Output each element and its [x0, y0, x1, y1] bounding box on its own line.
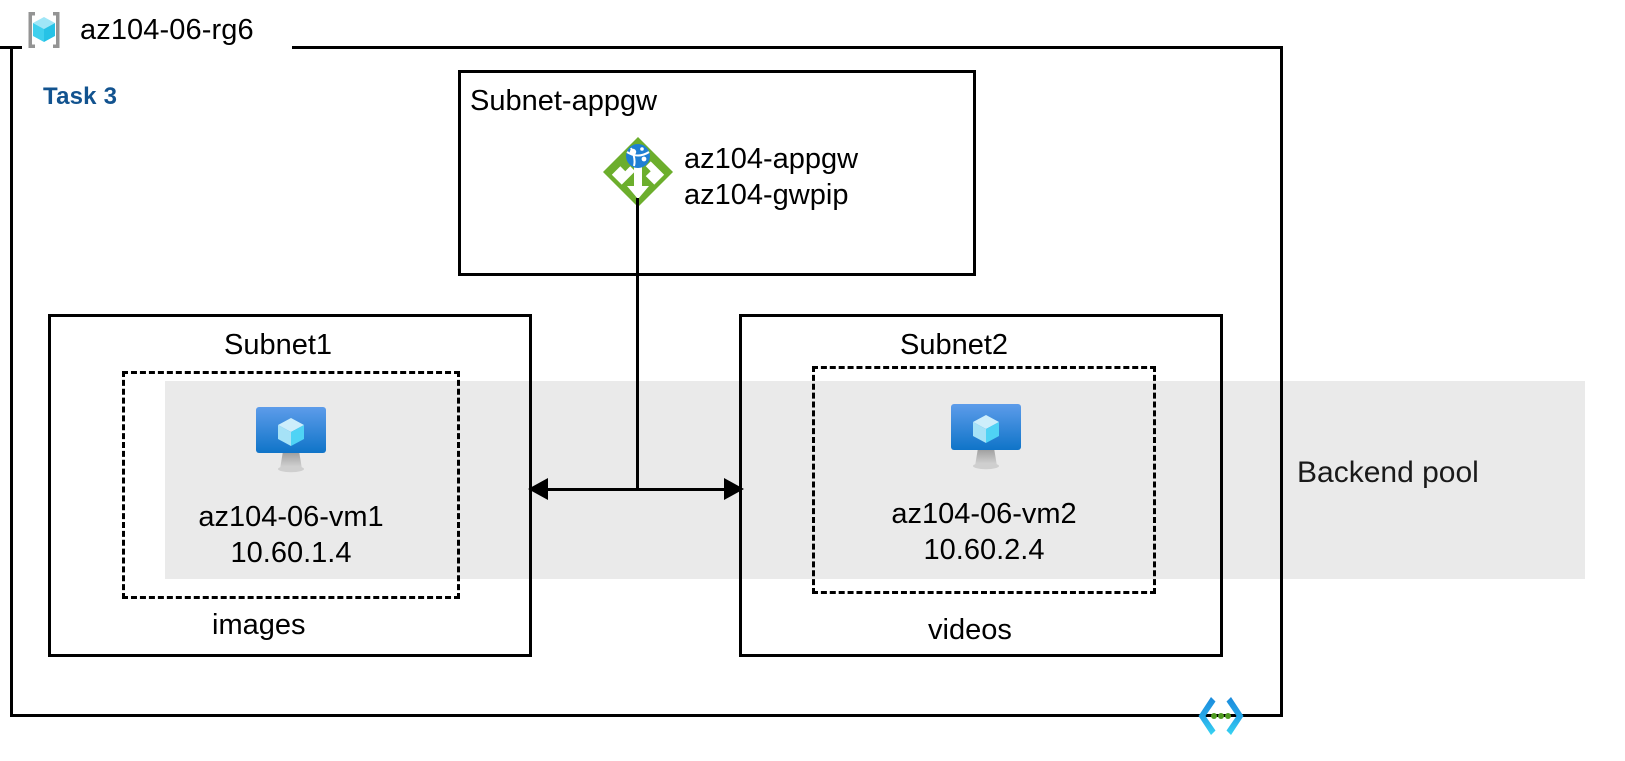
appgw-resource-names: az104-appgw az104-gwpip — [684, 142, 858, 214]
vm2-labels: az104-06-vm2 10.60.2.4 — [812, 497, 1156, 569]
vm1-labels: az104-06-vm1 10.60.1.4 — [122, 500, 460, 572]
subnet1-box — [48, 314, 532, 657]
task-label: Task 3 — [43, 83, 118, 110]
backend-connector-line — [545, 488, 727, 491]
subnet-appgw-box — [458, 70, 976, 276]
resource-group-border-left — [10, 46, 13, 717]
appgw-name: az104-appgw — [684, 143, 859, 175]
resource-group-border-top — [292, 46, 1283, 49]
resource-group-icon — [22, 8, 66, 52]
virtual-machine-icon — [947, 400, 1025, 472]
vm1-ip: 10.60.1.4 — [230, 536, 352, 569]
subnet2-label: Subnet2 — [900, 329, 1009, 361]
subnet2-box — [739, 314, 1223, 657]
arrow-left-head-icon — [528, 478, 548, 500]
subnet1-nic-boundary — [122, 371, 460, 599]
gateway-connector-line — [636, 198, 639, 490]
code-brackets-icon — [1196, 694, 1246, 738]
resource-group-title: az104-06-rg6 — [80, 13, 254, 46]
subnet1-label: Subnet1 — [224, 329, 333, 361]
resource-group-header: az104-06-rg6 — [22, 8, 254, 52]
subnet-appgw-label: Subnet-appgw — [470, 85, 658, 117]
subnet2-nic-boundary — [812, 366, 1156, 594]
vm1-name: az104-06-vm1 — [198, 501, 384, 533]
application-gateway-icon — [600, 134, 676, 210]
resource-group-border-right — [1280, 46, 1283, 717]
subnet1-nic-label: images — [212, 609, 306, 641]
gwpip-name: az104-gwpip — [684, 178, 849, 211]
vm2-name: az104-06-vm2 — [891, 498, 1077, 530]
resource-group-border-bottom — [10, 714, 1283, 717]
backend-pool-band — [165, 381, 1585, 579]
backend-pool-label: Backend pool — [1297, 456, 1479, 489]
virtual-machine-icon — [252, 403, 330, 475]
subnet2-nic-label: videos — [928, 614, 1012, 646]
vm2-ip: 10.60.2.4 — [923, 533, 1045, 566]
